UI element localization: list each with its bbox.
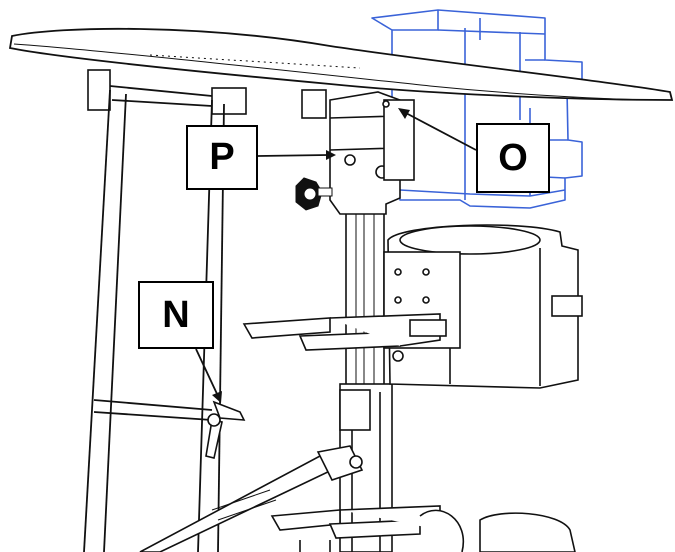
- lever-handle: [205, 400, 246, 459]
- lower-arm: [139, 389, 371, 552]
- tray-brackets: [87, 69, 327, 119]
- cup-module: [383, 224, 583, 389]
- top-clamp: [329, 91, 415, 215]
- tray: [8, 27, 674, 101]
- bottom-arms: [270, 505, 576, 552]
- arrows: [195, 108, 477, 403]
- callout-o-label: O: [498, 136, 528, 179]
- arrow-n: [195, 348, 219, 397]
- callout-n-label: N: [162, 293, 190, 336]
- knob: [295, 177, 333, 211]
- callout-o: O: [476, 123, 550, 193]
- callout-p-label: P: [209, 136, 235, 178]
- arrow-o: [403, 111, 477, 151]
- callout-p: P: [186, 125, 258, 190]
- arrow-p: [257, 154, 329, 157]
- callout-n: N: [138, 281, 214, 349]
- middle-arms: [242, 313, 447, 362]
